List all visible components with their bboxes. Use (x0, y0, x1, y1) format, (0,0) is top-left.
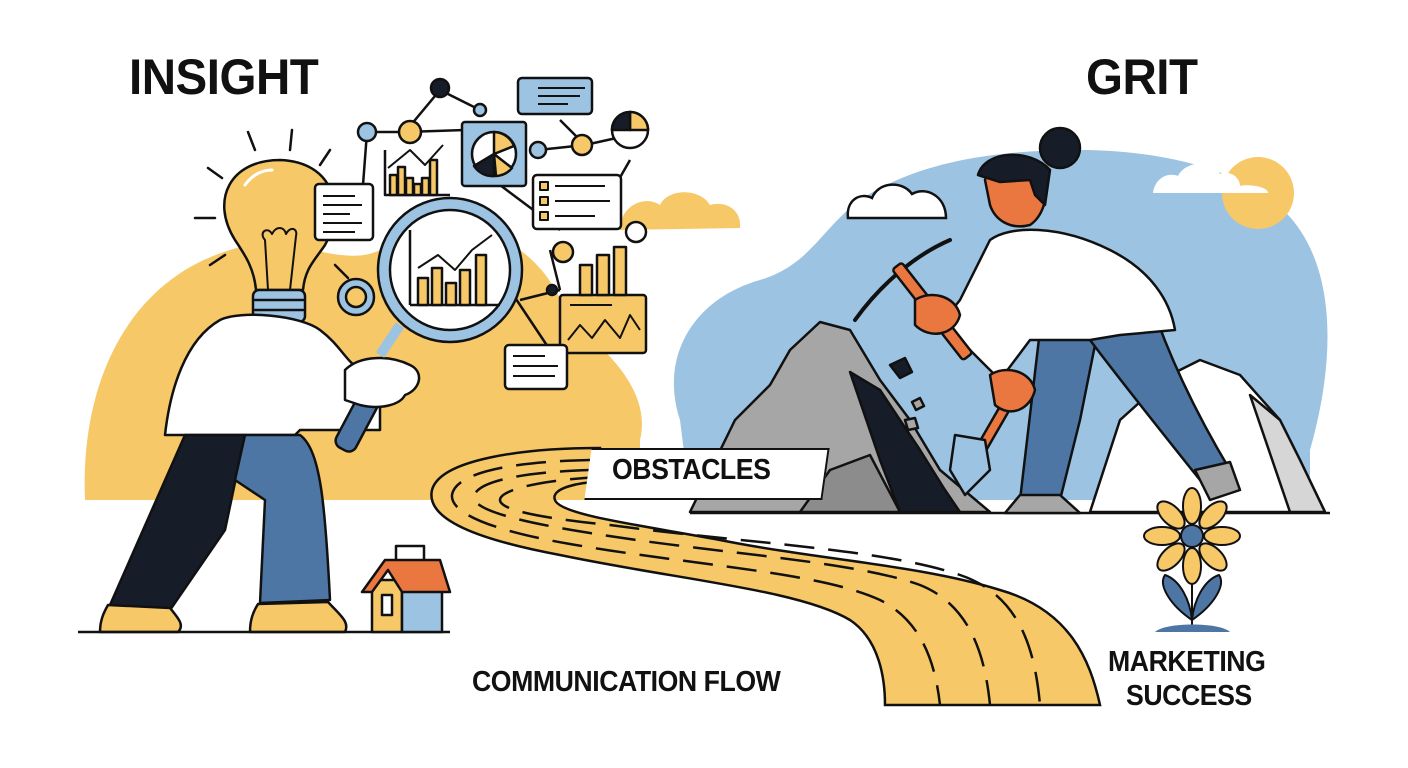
document-card (313, 182, 375, 242)
network-node (551, 240, 575, 264)
insight-heading: INSIGHT (129, 49, 319, 105)
network-node (472, 102, 488, 118)
shovel-blade (948, 433, 992, 497)
hand (913, 293, 962, 335)
network-node (624, 220, 648, 244)
right-shoe (248, 600, 348, 634)
network-node (545, 283, 559, 297)
bar-chart-right (578, 245, 628, 297)
obstacles-label: OBSTACLES (612, 454, 771, 486)
communication-flow-label: COMMUNICATION FLOW (472, 666, 781, 698)
bar-chart-icon (383, 144, 450, 197)
network-node (397, 119, 423, 145)
light-rays-icon (193, 128, 350, 280)
marketing-label: MARKETING (1108, 646, 1266, 678)
network-node (356, 121, 378, 143)
sun-cloud-icon (1153, 163, 1268, 193)
pants-blue (233, 433, 332, 605)
white-cloud-icon (846, 183, 948, 220)
network-node (528, 140, 548, 160)
yellow-cloud-icon (620, 192, 741, 230)
pants-dark (108, 433, 247, 612)
hair-bun-icon (1038, 126, 1082, 170)
network-node (570, 133, 594, 157)
shirt (938, 228, 1177, 382)
glove-hand (343, 356, 421, 409)
grit-heading: GRIT (1086, 49, 1198, 105)
success-label: SUCCESS (1126, 680, 1252, 712)
grit-figure (853, 126, 1242, 515)
left-shoe (98, 603, 183, 634)
data-network (313, 76, 650, 391)
insight-figure (98, 128, 421, 634)
network-node (429, 77, 451, 99)
hand (988, 368, 1037, 413)
flower-icon (1143, 487, 1241, 632)
communication-road (430, 446, 1102, 707)
house-icon (360, 544, 452, 634)
